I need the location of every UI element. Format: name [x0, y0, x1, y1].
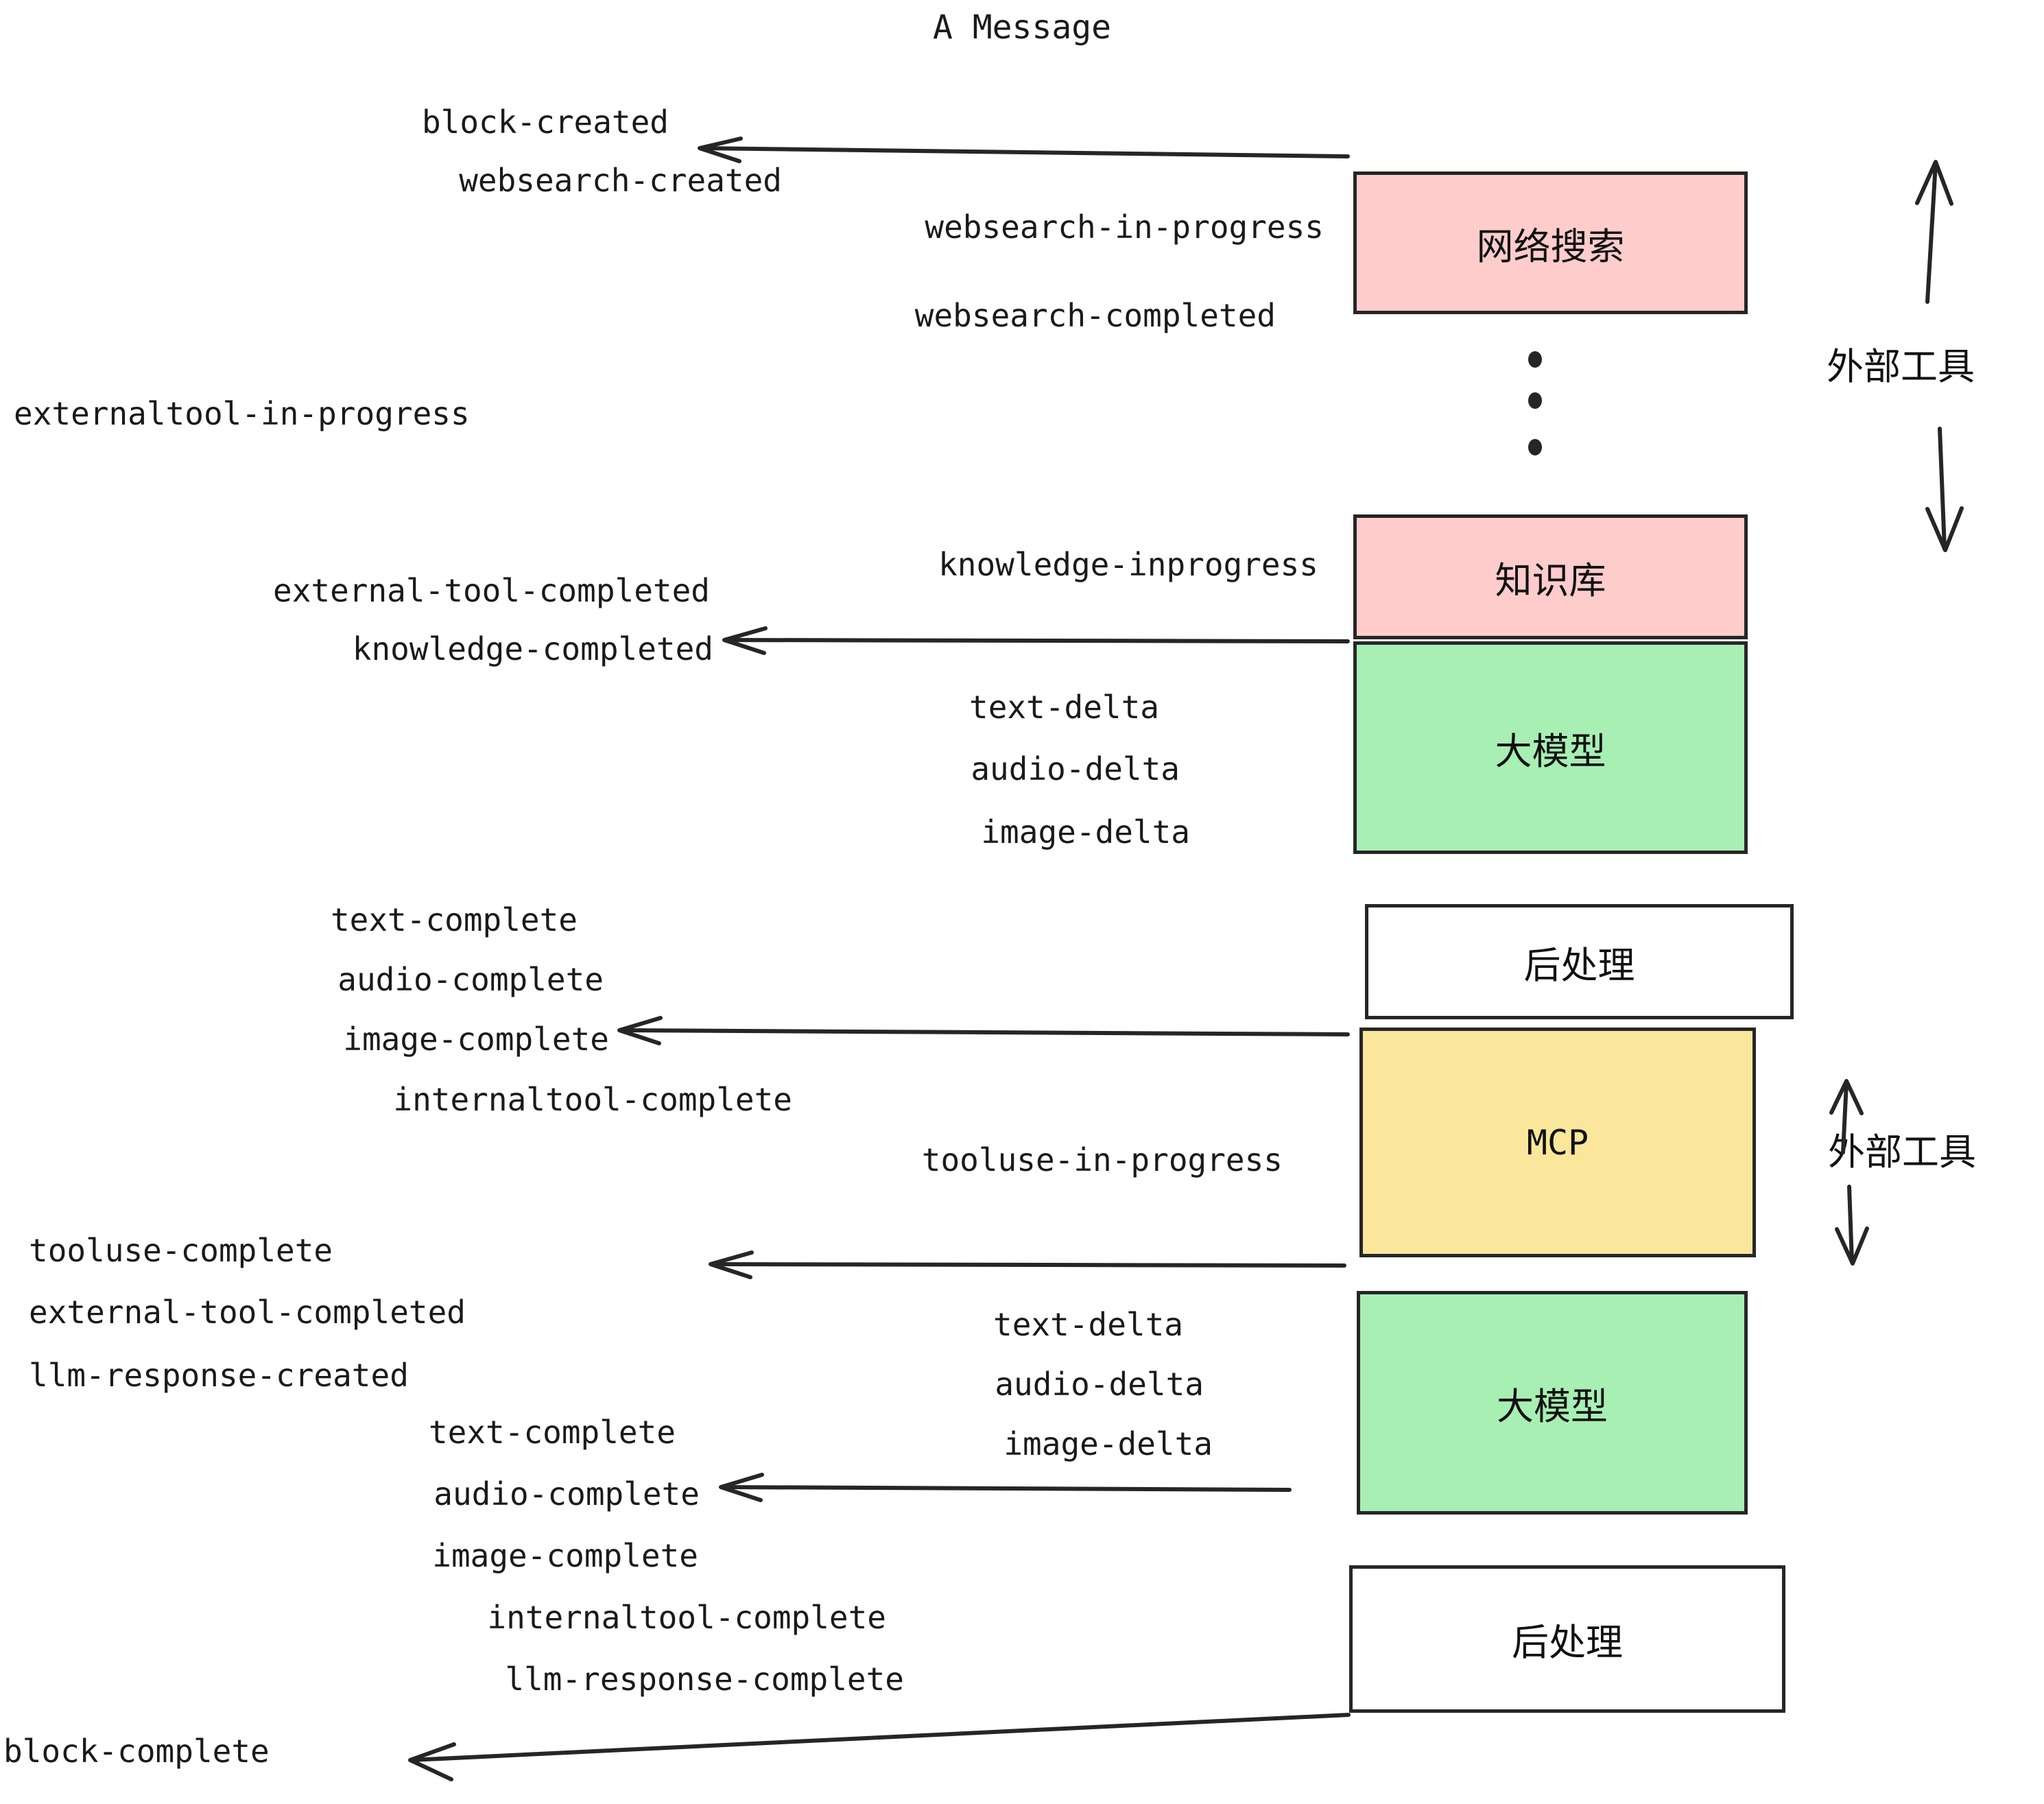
event-label-text-complete-1: text-complete: [330, 901, 578, 938]
external-tool-top-text: 外部工具: [1827, 346, 1975, 388]
event-label-websearch-completed: websearch-completed: [914, 297, 1276, 334]
box-knowledge-label: 知识库: [1495, 560, 1606, 602]
event-label-block-created: block-created: [421, 104, 669, 141]
ellipsis-dot-1: [1528, 351, 1542, 368]
side-label-external-tool-bottom: 外部工具: [1828, 1121, 1976, 1176]
event-label-audio-complete-2: audio-complete: [433, 1475, 700, 1512]
box-postprocess-1: 后处理: [1365, 904, 1794, 1019]
event-label-image-complete-1: image-complete: [343, 1021, 609, 1058]
box-knowledge: 知识库: [1353, 514, 1748, 639]
box-llm-1: 大模型: [1353, 641, 1748, 854]
event-label-llm-response-complete: llm-response-complete: [505, 1661, 904, 1698]
event-label-audio-complete-1: audio-complete: [337, 961, 604, 998]
event-label-tooluse-in-progress: tooluse-in-progress: [921, 1141, 1283, 1178]
box-llm-1-label: 大模型: [1495, 731, 1606, 772]
event-label-text-delta-1: text-delta: [969, 689, 1159, 726]
event-label-knowledge-completed: knowledge-completed: [352, 630, 713, 667]
event-label-internaltool-complete-1: internaltool-complete: [393, 1081, 792, 1118]
event-label-external-tool-completed-1: external-tool-completed: [273, 572, 710, 609]
box-postprocess-1-label: 后处理: [1523, 945, 1635, 986]
box-postprocess-2: 后处理: [1349, 1565, 1785, 1713]
diagram-title: A Message: [932, 8, 1112, 47]
box-llm-2: 大模型: [1357, 1291, 1748, 1515]
arrow-external-tool-bottom-down: [1835, 1185, 1869, 1266]
arrow-external-tool-top-down: [1925, 427, 1964, 552]
box-websearch-label: 网络搜索: [1476, 226, 1625, 268]
event-label-websearch-created: websearch-created: [459, 162, 782, 199]
arrow-block-created: [698, 137, 1350, 163]
event-label-image-delta-2: image-delta: [1003, 1425, 1213, 1462]
box-mcp-label: MCP: [1526, 1122, 1589, 1163]
event-label-text-delta-2: text-delta: [993, 1306, 1183, 1343]
event-label-text-complete-2: text-complete: [428, 1414, 676, 1451]
arrow-tooluse-complete: [709, 1250, 1346, 1279]
external-tool-bottom-text: 外部工具: [1828, 1132, 1976, 1173]
event-label-knowledge-inprogress: knowledge-inprogress: [938, 546, 1318, 583]
event-label-external-tool-completed-2: external-tool-completed: [29, 1294, 466, 1331]
box-llm-2-label: 大模型: [1497, 1386, 1608, 1427]
box-websearch: 网络搜索: [1353, 171, 1748, 314]
arrow-image-complete-1: [617, 1016, 1350, 1045]
ellipsis-dot-3: [1528, 439, 1542, 455]
arrow-external-tool-top-up: [1915, 160, 1953, 304]
event-label-tooluse-complete: tooluse-complete: [29, 1232, 333, 1269]
event-label-internaltool-complete-2: internaltool-complete: [487, 1599, 886, 1636]
event-label-image-delta-1: image-delta: [981, 814, 1190, 851]
event-label-audio-delta-1: audio-delta: [971, 750, 1180, 787]
ellipsis-dot-2: [1528, 392, 1542, 409]
event-label-block-complete: block-complete: [3, 1733, 270, 1770]
event-label-websearch-in-progress: websearch-in-progress: [925, 209, 1324, 246]
side-label-external-tool-top: 外部工具: [1827, 336, 1975, 390]
event-label-audio-delta-2: audio-delta: [995, 1366, 1204, 1403]
arrow-knowledge-completed: [722, 626, 1350, 655]
box-mcp: MCP: [1359, 1028, 1756, 1257]
event-label-image-complete-2: image-complete: [432, 1537, 698, 1574]
box-postprocess-2-label: 后处理: [1512, 1622, 1623, 1663]
arrow-block-complete: [408, 1713, 1351, 1781]
event-label-llm-response-created: llm-response-created: [29, 1357, 409, 1394]
arrow-audio-complete-2: [719, 1473, 1292, 1502]
event-label-externaltool-in-progress: externaltool-in-progress: [14, 395, 470, 432]
